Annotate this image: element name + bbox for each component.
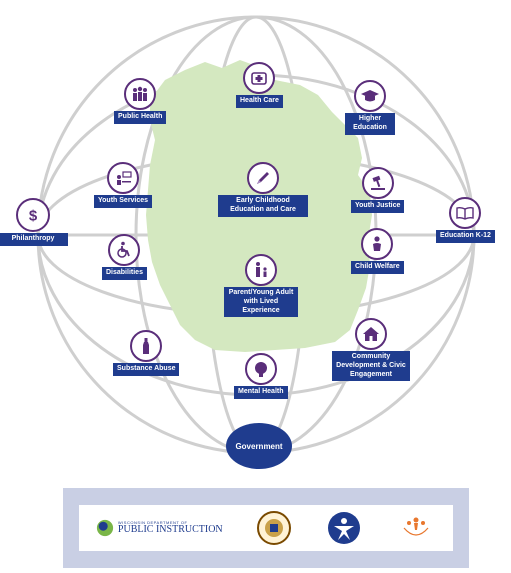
svg-text:$: $ <box>29 208 38 225</box>
dpi-big-text: PUBLIC INSTRUCTION <box>117 524 223 535</box>
partner-logos-panel: WISCONSIN DEPARTMENT OF PUBLIC INSTRUCTI… <box>63 488 469 568</box>
ecosystem-diagram: Health Care Public Health Higher Educati… <box>0 15 495 469</box>
node-label: Early Childhood Education and Care <box>218 195 308 217</box>
node-disabilities: Disabilities <box>102 234 147 280</box>
node-label: Education K-12 <box>436 230 495 243</box>
dpi-emblem-icon <box>96 519 114 537</box>
node-label: Health Care <box>236 95 283 108</box>
child-star-emblem-icon <box>328 512 361 544</box>
meeting-icon <box>107 162 140 194</box>
node-early-childhood: Early Childhood Education and Care <box>218 162 308 217</box>
state-seal-icon <box>257 511 292 545</box>
head-icon <box>244 353 277 385</box>
node-label: Youth Justice <box>351 200 405 213</box>
node-education-k12: Education K-12 <box>436 197 495 243</box>
graduation-cap-icon <box>354 80 386 112</box>
node-substance-abuse: Substance Abuse <box>113 330 180 376</box>
child-icon <box>361 228 394 260</box>
node-public-health: Public Health <box>114 78 167 124</box>
parent-child-icon <box>245 254 277 286</box>
node-health-care: Health Care <box>236 62 283 108</box>
node-philanthropy: $ Philanthropy <box>0 198 68 246</box>
dpi-logo: WISCONSIN DEPARTMENT OF PUBLIC INSTRUCTI… <box>96 519 223 537</box>
wheelchair-icon <box>108 234 141 266</box>
node-label: Public Health <box>114 111 167 124</box>
node-label: Mental Health <box>234 386 288 399</box>
node-label: Child Welfare <box>351 261 404 274</box>
medical-cross-icon <box>243 62 276 94</box>
children-families-logo-icon <box>403 517 429 536</box>
node-parent-young-adult: Parent/Young Adult with Lived Experience <box>224 254 298 318</box>
gavel-icon <box>361 167 394 199</box>
node-youth-services: Youth Services <box>94 162 153 208</box>
node-label: Philanthropy <box>0 233 68 246</box>
node-label: Youth Services <box>94 195 153 208</box>
node-mental-health: Mental Health <box>234 353 288 399</box>
center-government: Government <box>226 423 292 469</box>
node-label: Parent/Young Adult with Lived Experience <box>224 287 298 318</box>
dollar-icon: $ <box>16 198 50 232</box>
dpi-small-text: WISCONSIN DEPARTMENT OF <box>117 520 188 525</box>
node-label: Higher Education <box>345 113 395 135</box>
node-higher-education: Higher Education <box>345 80 395 135</box>
node-label: Community Development & Civic Engagement <box>332 351 410 382</box>
crayon-icon <box>247 162 279 194</box>
node-label: Disabilities <box>102 267 147 280</box>
people-group-icon <box>124 78 157 110</box>
node-youth-justice: Youth Justice <box>351 167 405 213</box>
node-child-welfare: Child Welfare <box>351 228 404 274</box>
house-icon <box>355 318 387 350</box>
book-icon <box>449 197 482 229</box>
bottle-icon <box>130 330 163 362</box>
partner-logos-strip: WISCONSIN DEPARTMENT OF PUBLIC INSTRUCTI… <box>79 505 453 551</box>
node-community-development: Community Development & Civic Engagement <box>332 318 410 382</box>
node-label: Substance Abuse <box>113 363 180 376</box>
